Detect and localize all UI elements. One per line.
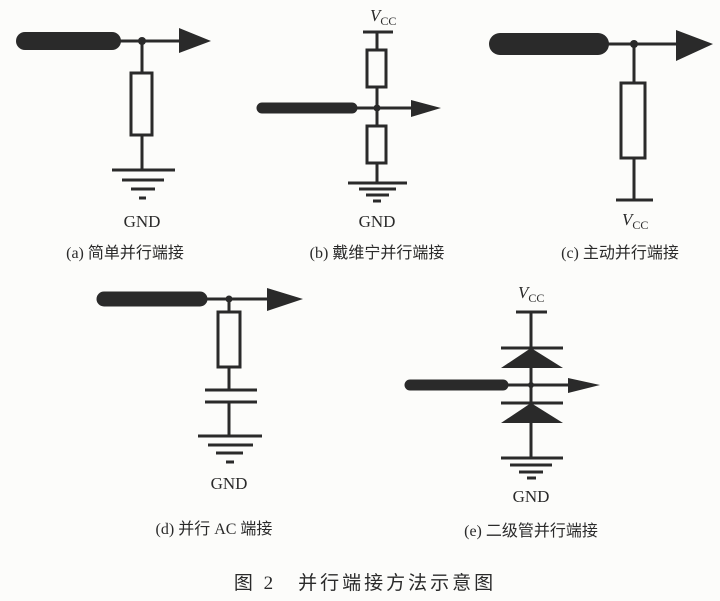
diode-icon-lower xyxy=(501,401,563,423)
resistor xyxy=(129,71,154,137)
junction-dot xyxy=(528,382,534,388)
panel-e-diode-parallel: VCC GND (e) 二级管并行端接 xyxy=(404,283,600,540)
ground-icon xyxy=(348,181,407,203)
gnd-label: GND xyxy=(359,212,396,231)
arrow-icon xyxy=(411,100,441,117)
capacitor-icon xyxy=(205,388,257,404)
diode-icon-upper xyxy=(501,346,563,368)
ground-icon xyxy=(501,456,563,480)
resistor xyxy=(619,81,647,160)
panel-a-simple-parallel: GND (a) 简单并行端接 xyxy=(16,28,211,262)
caption-a: (a) 简单并行端接 xyxy=(66,244,184,262)
panel-c-active-parallel: VCC (c) 主动并行端接 xyxy=(489,30,713,262)
ground-icon xyxy=(112,168,175,200)
ground-icon xyxy=(198,434,262,464)
gnd-label: GND xyxy=(211,474,248,493)
arrow-icon xyxy=(568,378,600,393)
caption-c: (c) 主动并行端接 xyxy=(561,244,679,262)
arrow-icon xyxy=(676,30,713,61)
arrow-icon xyxy=(179,28,211,53)
gnd-label: GND xyxy=(513,487,550,506)
panel-d-parallel-ac: GND (d) 并行 AC 端接 xyxy=(96,288,303,538)
vcc-label: VCC xyxy=(622,210,648,232)
figure-title: 图 2 并行端接方法示意图 xyxy=(234,572,496,594)
resistor-pulldown xyxy=(365,124,388,165)
caption-d: (d) 并行 AC 端接 xyxy=(156,520,273,538)
panel-b-thevenin: VCC GND (b) 戴维宁并行端接 xyxy=(256,6,445,262)
caption-b: (b) 戴维宁并行端接 xyxy=(310,244,445,262)
resistor-pullup xyxy=(365,48,388,89)
junction-dot xyxy=(373,104,381,112)
vcc-label: VCC xyxy=(370,6,396,28)
caption-e: (e) 二级管并行端接 xyxy=(464,522,598,540)
arrow-icon xyxy=(267,288,303,311)
gnd-label: GND xyxy=(124,212,161,231)
vcc-label: VCC xyxy=(518,283,544,305)
resistor xyxy=(216,310,242,369)
